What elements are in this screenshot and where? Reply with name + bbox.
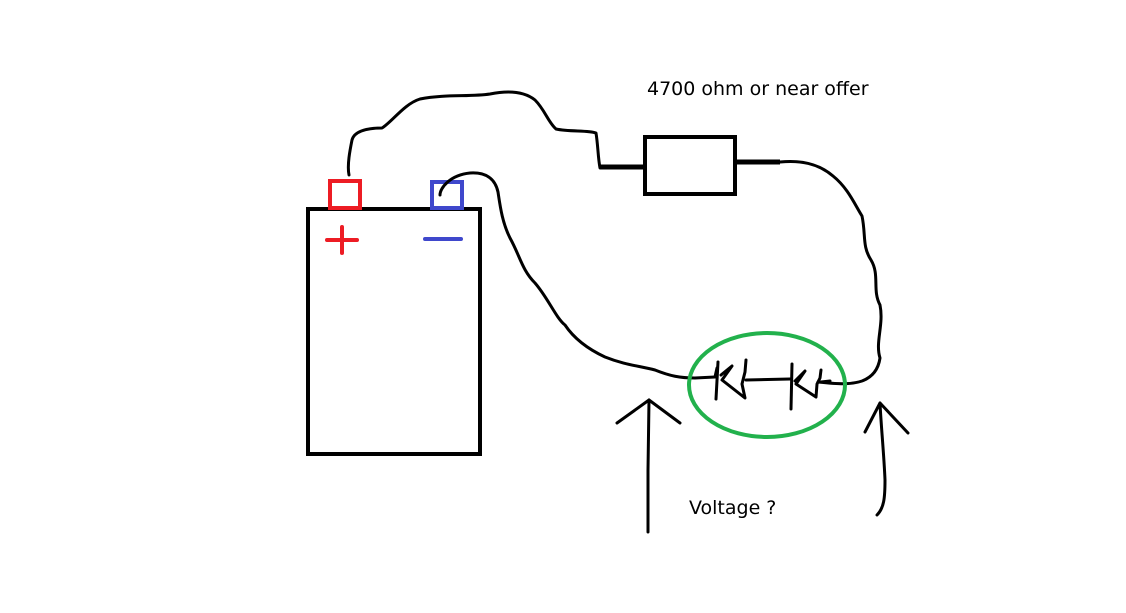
negative-terminal: [432, 182, 462, 208]
wire-resistor-to-leds: [780, 161, 881, 383]
positive-terminal: [330, 181, 360, 208]
right-measurement-arrow: [865, 403, 908, 515]
wire-negative-to-leds: [440, 173, 715, 378]
resistor: [645, 137, 735, 194]
resistor-value-label: 4700 ohm or near offer: [647, 78, 869, 100]
led-pair: [715, 360, 830, 409]
plus-sign-icon: [327, 227, 357, 253]
battery-body: [308, 209, 480, 454]
voltage-question-label: Voltage ?: [689, 497, 777, 519]
left-measurement-arrow: [617, 400, 680, 532]
wire-positive-to-resistor: [348, 92, 600, 175]
led-highlight-ellipse: [689, 333, 845, 437]
